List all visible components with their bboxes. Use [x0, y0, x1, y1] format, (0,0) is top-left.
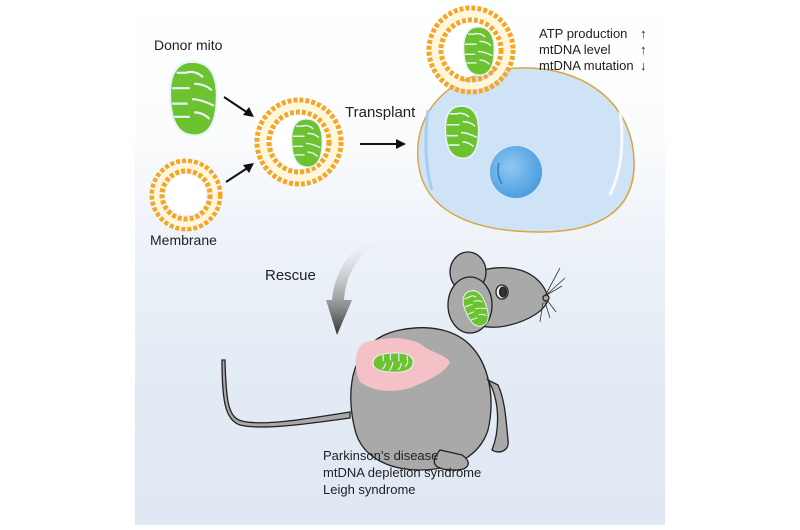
arrow-membrane-to-vesicle-icon: [225, 163, 254, 183]
arrow-up-icon: ↑: [640, 26, 647, 41]
arrow-mito-to-vesicle-icon: [223, 96, 254, 117]
donor-mito-label: Donor mito: [154, 37, 223, 53]
effect-label: mtDNA mutation: [539, 58, 634, 73]
recipient-cell-icon: [417, 67, 635, 233]
transplant-label: Transplant: [345, 104, 416, 121]
rescue-arrow-icon: [326, 237, 376, 335]
transplanted-mitochondrion-icon: [444, 105, 480, 160]
effect-label: mtDNA level: [539, 42, 611, 57]
membrane-vesicle-icon: [149, 158, 223, 232]
fusing-vesicle-icon: [426, 5, 516, 95]
arrow-up-icon: ↑: [640, 42, 647, 57]
liver-mitochondrion-icon: [372, 352, 414, 373]
transplant-arrow-icon: [360, 139, 406, 149]
mito-loaded-vesicle-icon: [254, 97, 344, 187]
rescue-label: Rescue: [265, 267, 316, 284]
disease-item: Leigh syndrome: [323, 482, 416, 497]
effect-label: ATP production: [539, 26, 627, 41]
membrane-label: Membrane: [150, 232, 217, 248]
nucleus-icon: [490, 146, 542, 198]
disease-item: Parkinson’s disease: [323, 448, 438, 463]
disease-item: mtDNA depletion syndrome: [323, 465, 481, 480]
arrow-down-icon: ↓: [640, 58, 647, 73]
effects-list: ATP production ↑ mtDNA level ↑ mtDNA mut…: [539, 26, 647, 73]
disease-list: Parkinson’s disease mtDNA depletion synd…: [323, 448, 481, 497]
donor-mitochondrion-icon: [168, 60, 218, 137]
